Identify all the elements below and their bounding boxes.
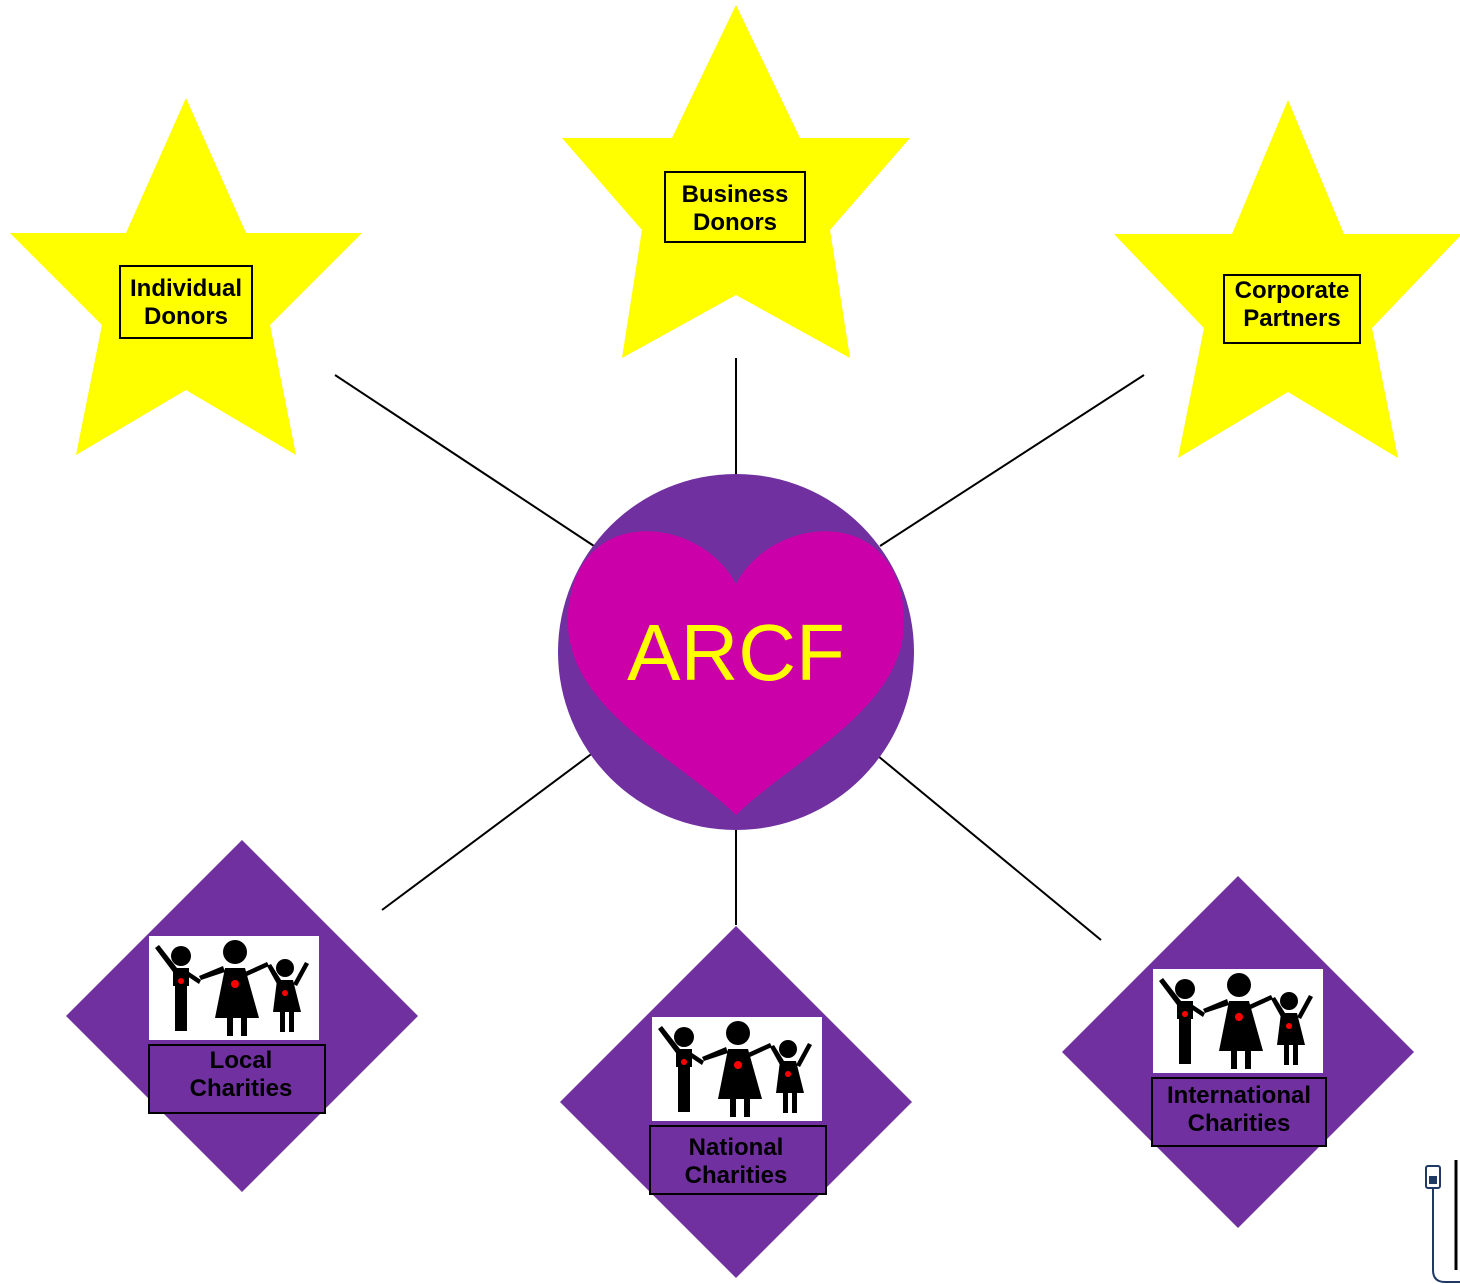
label-box [1151,1077,1327,1147]
connector-corporate [879,374,1145,547]
connector-local [381,751,595,911]
charity-label-line2: Charities [685,1162,788,1189]
label-box [649,1125,827,1195]
donor-label-line1: Corporate [1235,277,1350,304]
donor-star-corporate: Corporate Partners [1114,100,1460,458]
charity-diamond-national: National Charities [560,926,912,1278]
donor-label-line2: Donors [693,209,777,236]
charity-diamond-local: Local Charities [66,840,418,1192]
donor-star-individual: Individual Donors [10,98,362,455]
donor-label-line2: Partners [1243,305,1340,332]
charity-label-line1: Local [210,1047,273,1074]
label-box [148,1044,326,1114]
charity-label-line2: Charities [190,1075,293,1102]
family-figures-icon [1153,969,1323,1073]
donor-label-line2: Donors [144,303,228,330]
charity-diamond-international: International Charities [1062,876,1414,1228]
label-box [119,265,253,339]
family-figures-icon [149,936,319,1040]
phone-icon [1425,1160,1460,1283]
label-box [664,171,806,243]
donor-star-business: Business Donors [562,5,910,358]
charity-label-line1: International [1167,1082,1311,1109]
center-label: ARCF [627,608,845,697]
heart-icon [567,531,905,815]
connector-lines [334,358,1145,941]
charity-label-line2: Charities [1188,1110,1291,1137]
donor-label-line1: Individual [130,275,242,302]
label-box [1223,274,1361,344]
donor-label-line1: Business [682,181,789,208]
charity-label-line1: National [689,1134,784,1161]
connector-individual [334,374,595,547]
center-node: ARCF [558,474,914,830]
connector-international [877,755,1102,941]
family-figures-icon [652,1017,822,1121]
